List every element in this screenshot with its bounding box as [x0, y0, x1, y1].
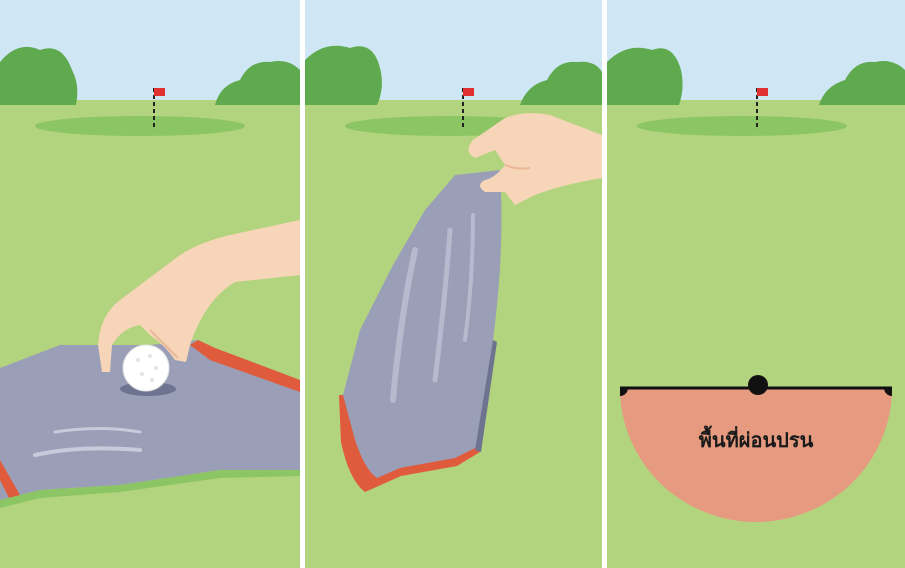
panel-relief-area: พื้นที่ผ่อนปรน — [607, 0, 905, 568]
panel-lift-towel-art — [305, 0, 602, 568]
reference-point — [748, 375, 768, 395]
golf-ball-icon — [123, 345, 169, 391]
putting-green — [35, 116, 245, 136]
panel-place-ball-art — [0, 0, 300, 568]
panel-place-ball — [0, 0, 300, 568]
panel-relief-area-art — [607, 0, 905, 568]
putting-green — [637, 116, 847, 136]
relief-area-label: พื้นที่ผ่อนปรน — [607, 424, 905, 456]
panel-lift-towel — [305, 0, 602, 568]
